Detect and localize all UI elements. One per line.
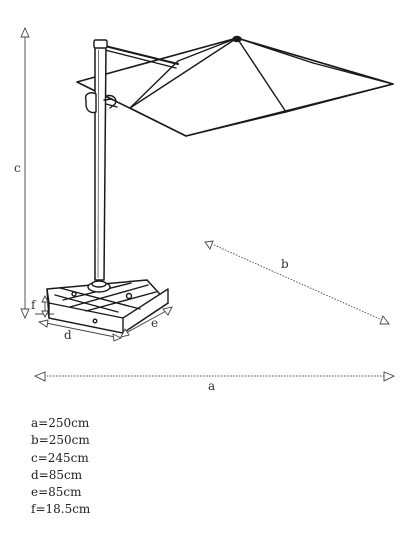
crank-handle [84,92,118,114]
label-c: c [14,161,21,175]
pole [93,39,108,281]
spec-c: c=245cm [31,450,89,465]
spec-a: a=250cm [31,416,90,430]
label-b: b [281,257,289,271]
dimension-b-line [213,244,383,321]
base-weights [46,279,169,334]
dimension-lines [20,26,396,382]
dimension-d-line [45,322,116,338]
dimension-specs-list: a=250cm b=250cm c=245cm d=85cm e=85cm f=… [31,415,90,519]
support-arm [100,44,179,69]
spec-f: f=18.5cm [31,502,91,517]
label-f: f [31,298,36,312]
spec-e: e=85cm [31,485,82,500]
label-a: a [208,379,216,393]
spec-d: d=85cm [31,467,83,482]
label-e: e [151,316,159,330]
label-d: d [64,328,72,342]
spec-b: b=250cm [31,433,90,448]
dimension-e-line [125,310,167,334]
